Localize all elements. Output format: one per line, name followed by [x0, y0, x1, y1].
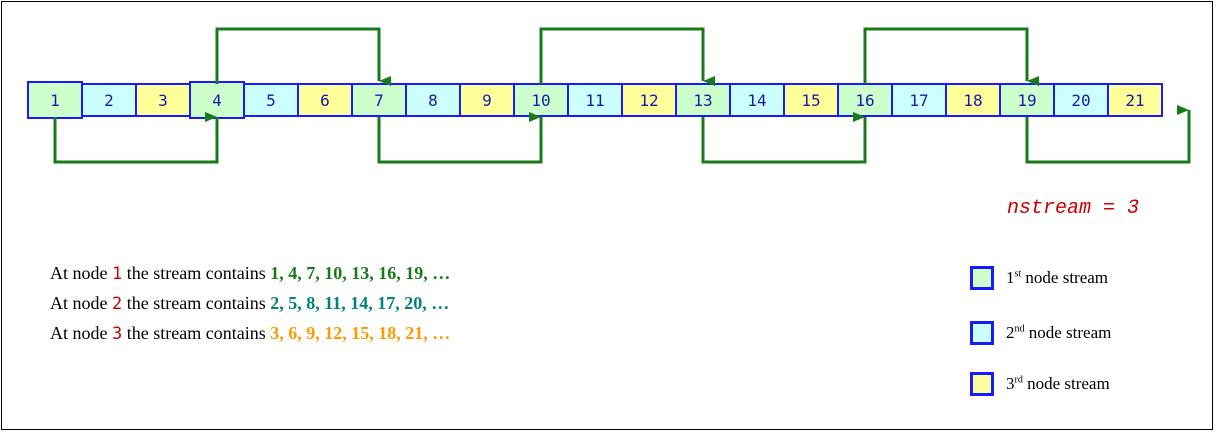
cell-label: 14 — [747, 91, 766, 110]
node-number: 2 — [112, 294, 123, 314]
statement-middle: the stream contains — [122, 323, 271, 343]
cell-10: 10 — [513, 83, 569, 117]
cell-label: 1 — [50, 91, 60, 110]
statement-prefix: At node — [50, 263, 112, 283]
stream-arrow-above — [863, 27, 1039, 86]
stream-arrow-below — [377, 112, 543, 164]
stream-sequence: 3, 6, 9, 12, 15, 18, 21, … — [270, 323, 451, 343]
stream-arrow-below — [701, 112, 867, 164]
nstream-label: nstream = 3 — [1007, 197, 1139, 220]
stream-arrow-above — [539, 27, 715, 86]
cell-21: 21 — [1107, 83, 1163, 117]
stream-sequence: 1, 4, 7, 10, 13, 16, 19, … — [270, 263, 451, 283]
cell-label: 12 — [639, 91, 658, 110]
cell-3: 3 — [135, 83, 191, 117]
statement-block: At node 1 the stream contains 1, 4, 7, 1… — [50, 259, 450, 349]
legend-label: 2nd node stream — [1006, 323, 1112, 342]
cell-19: 19 — [999, 83, 1055, 117]
cell-label: 11 — [585, 91, 604, 110]
cell-label: 9 — [482, 91, 492, 110]
cell-box — [459, 83, 515, 117]
cell-box — [567, 83, 623, 117]
cell-4: 4 — [189, 81, 245, 119]
cell-box — [351, 83, 407, 117]
cell-label: 18 — [963, 91, 982, 110]
cell-label: 7 — [374, 91, 384, 110]
cell-label: 8 — [428, 91, 438, 110]
cell-label: 10 — [531, 91, 550, 110]
cell-5: 5 — [243, 83, 299, 117]
cell-20: 20 — [1053, 83, 1109, 117]
statement-prefix: At node — [50, 293, 112, 313]
node-number: 3 — [112, 324, 123, 344]
cell-14: 14 — [729, 83, 785, 117]
cell-box — [675, 83, 731, 117]
cell-box — [891, 83, 947, 117]
cell-2: 2 — [81, 83, 137, 117]
cell-15: 15 — [783, 83, 839, 117]
cell-box — [513, 83, 569, 117]
cell-18: 18 — [945, 83, 1001, 117]
cell-label: 16 — [855, 91, 874, 110]
statement-middle: the stream contains — [122, 263, 271, 283]
legend-label: 3rd node stream — [1006, 374, 1110, 393]
legend-swatch — [970, 321, 994, 345]
cell-16: 16 — [837, 83, 893, 117]
statement-middle: the stream contains — [122, 293, 271, 313]
cell-label: 13 — [693, 91, 712, 110]
cell-13: 13 — [675, 83, 731, 117]
cell-6: 6 — [297, 83, 353, 117]
cell-11: 11 — [567, 83, 623, 117]
cell-box — [297, 83, 353, 117]
legend-swatch — [970, 266, 994, 290]
cell-label: 4 — [212, 91, 222, 110]
cell-label: 15 — [801, 91, 820, 110]
cell-box — [81, 83, 137, 117]
statement-line: At node 2 the stream contains 2, 5, 8, 1… — [50, 289, 450, 319]
legend-label: 1st node stream — [1006, 268, 1109, 287]
cell-box — [243, 83, 299, 117]
cell-box — [1053, 83, 1109, 117]
arrow-group — [53, 27, 1191, 164]
cell-12: 12 — [621, 83, 677, 117]
stream-arrow-below — [1025, 105, 1191, 164]
cell-label: 2 — [104, 91, 114, 110]
cell-9: 9 — [459, 83, 515, 117]
cell-box — [999, 83, 1055, 117]
stream-arrow-above — [215, 27, 391, 86]
stream-sequence: 2, 5, 8, 11, 14, 17, 20, … — [270, 293, 450, 313]
cell-17: 17 — [891, 83, 947, 117]
cell-box — [1107, 83, 1163, 117]
cell-label: 20 — [1071, 91, 1090, 110]
cell-8: 8 — [405, 83, 461, 117]
cell-label: 3 — [158, 91, 168, 110]
cell-box — [621, 83, 677, 117]
stream-arrow-below — [53, 112, 219, 164]
cell-label: 17 — [909, 91, 928, 110]
cell-7: 7 — [351, 83, 407, 117]
cell-label: 5 — [266, 91, 276, 110]
cell-label: 19 — [1017, 91, 1036, 110]
cell-box — [405, 83, 461, 117]
node-number: 1 — [112, 264, 123, 284]
cell-label: 6 — [320, 91, 330, 110]
statement-line: At node 3 the stream contains 3, 6, 9, 1… — [50, 319, 450, 349]
cell-1: 1 — [27, 81, 83, 119]
statement-prefix: At node — [50, 323, 112, 343]
statement-line: At node 1 the stream contains 1, 4, 7, 1… — [50, 259, 450, 289]
legend-swatch — [970, 372, 994, 396]
cell-box — [945, 83, 1001, 117]
cell-label: 21 — [1125, 91, 1144, 110]
